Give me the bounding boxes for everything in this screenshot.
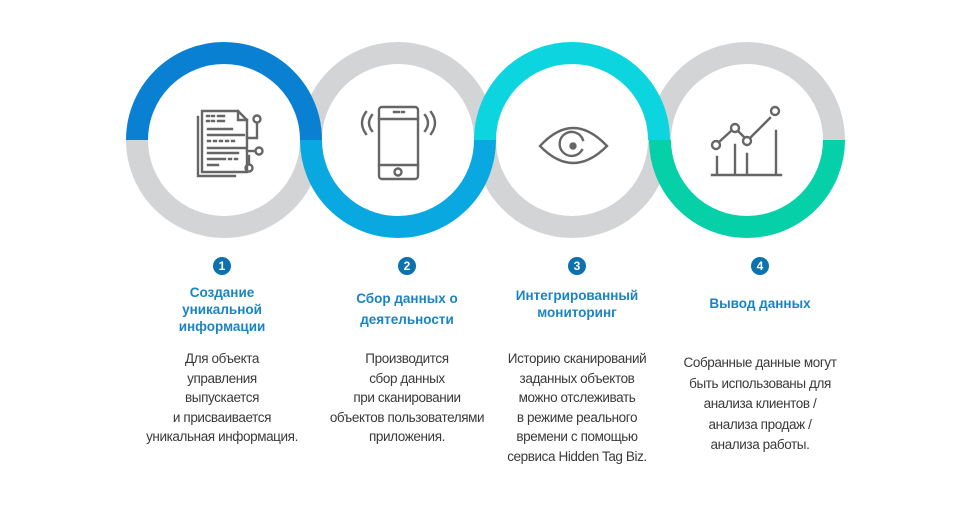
ring-2-colored-half [300, 139, 496, 238]
step-title: Сбор данных о деятельности [356, 291, 458, 327]
ring-4-colored-half [649, 139, 845, 238]
ring-3-gray-half [474, 139, 670, 238]
step-description: Историю сканирований заданных объектов м… [507, 351, 647, 464]
chart-growth-icon [710, 105, 783, 177]
step-number-badge: 2 [398, 257, 416, 275]
ring-2-gray-half [300, 42, 496, 141]
ring-1-gray-half [126, 139, 322, 238]
step-description: Собранные данные могут быть использованы… [683, 355, 837, 452]
step-title: Создание уникальной информации [178, 285, 266, 334]
step-number-badge: 1 [213, 257, 231, 275]
ring-1-colored-half [126, 42, 322, 141]
step-title: Интегрированный мониторинг [515, 288, 639, 320]
step-description: Производится сбор данных при сканировани… [329, 351, 485, 444]
process-rings [126, 42, 845, 238]
ring-4-gray-half [649, 42, 845, 141]
ring-3-colored-half [474, 42, 670, 141]
smartphone-signal-icon [360, 105, 437, 181]
step-title: Вывод данных [709, 296, 811, 311]
eye-icon [538, 126, 609, 165]
step-number-badge: 4 [751, 257, 769, 275]
step-description: Для объекта управления выпускается и при… [146, 351, 298, 444]
document-network-icon [196, 109, 264, 178]
step-number-badge: 3 [568, 257, 586, 275]
